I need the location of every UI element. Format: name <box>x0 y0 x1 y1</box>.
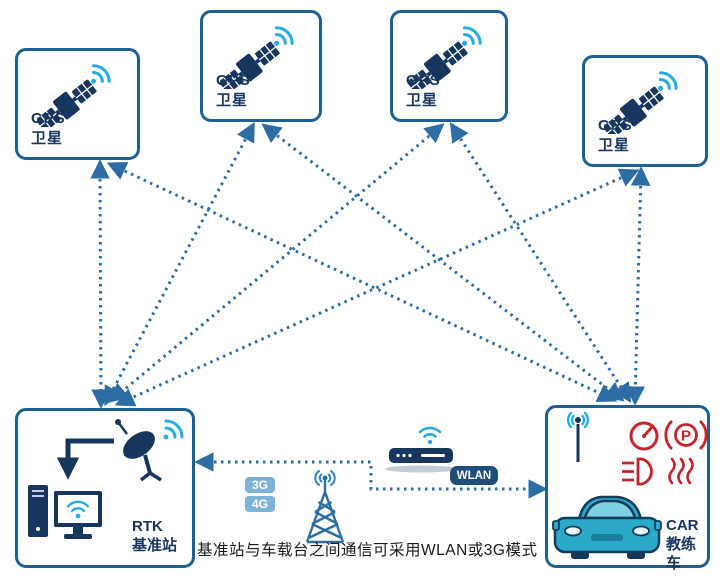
gps-label: GPS 卫星 <box>598 116 633 156</box>
gps-box-1: GPS 卫星 <box>15 48 140 160</box>
gps-label-line2: 卫星 <box>406 92 439 109</box>
speedometer-icon <box>629 421 659 451</box>
rtk-label: RTK 基准站 <box>132 517 177 555</box>
link-gps2-rtk <box>104 121 255 407</box>
gps-label-line2: 卫星 <box>216 92 249 109</box>
link-gps3-car <box>449 122 632 403</box>
heat-waves-icon <box>668 457 694 485</box>
gps-label-line1: GPS <box>216 72 251 89</box>
rtk-icons <box>28 419 184 539</box>
satellite-icon <box>604 71 678 134</box>
gps-box-4: GPS 卫星 <box>582 55 708 167</box>
badge-wlan: WLAN <box>450 466 498 485</box>
wifi-router-icon <box>385 426 457 473</box>
badge-3g: 3G <box>245 477 275 493</box>
car-label: CAR 教练车 <box>666 516 707 573</box>
badge-4g: 4G <box>245 496 275 512</box>
car-box: P <box>545 405 710 572</box>
gps-box-3: GPS 卫星 <box>390 10 508 122</box>
satellite-dish-icon <box>115 419 184 482</box>
link-gps3-rtk <box>108 123 445 403</box>
satellite-icon <box>408 26 482 89</box>
link-gps4-rtk <box>114 168 640 407</box>
gps-label-line1: GPS <box>31 110 66 127</box>
caption-text: 基准站与车载台之间通信可采用WLAN或3G模式 <box>197 542 538 559</box>
gps-label-line1: GPS <box>598 117 633 134</box>
link-gps1-car <box>106 161 618 403</box>
wifi-antenna-icon <box>566 411 590 462</box>
car-label-line2: 教练车 <box>666 536 697 572</box>
elbow-down-arrow-icon <box>56 438 114 480</box>
rtk-label-line1: RTK <box>132 518 163 535</box>
satellite-icon <box>220 26 294 89</box>
desktop-computer-wifi-icon <box>28 485 102 539</box>
rtk-label-line2: 基准站 <box>132 537 178 554</box>
gps-label: GPS 卫星 <box>216 71 251 111</box>
cellular-antenna-tower-icon <box>305 470 345 544</box>
gps-label-line2: 卫星 <box>598 137 631 154</box>
gps-label-line1: GPS <box>406 72 441 89</box>
gps-label: GPS 卫星 <box>31 109 66 149</box>
parking-brake-icon: P <box>664 419 707 451</box>
car-front-icon <box>552 495 662 559</box>
link-gps4-car <box>625 166 651 406</box>
parking-letter: P <box>681 428 691 445</box>
gps-label-line2: 卫星 <box>31 130 64 147</box>
headlight-icon <box>622 457 653 486</box>
link-gps2-car <box>261 123 625 402</box>
rtk-box: RTK 基准站 <box>15 408 195 568</box>
satellite-icon <box>36 64 111 127</box>
car-icons: P <box>552 411 707 559</box>
gps-box-2: GPS 卫星 <box>200 10 322 122</box>
gps-label: GPS 卫星 <box>406 71 441 111</box>
link-gps1-rtk <box>90 159 111 409</box>
car-label-line1: CAR <box>666 517 699 534</box>
